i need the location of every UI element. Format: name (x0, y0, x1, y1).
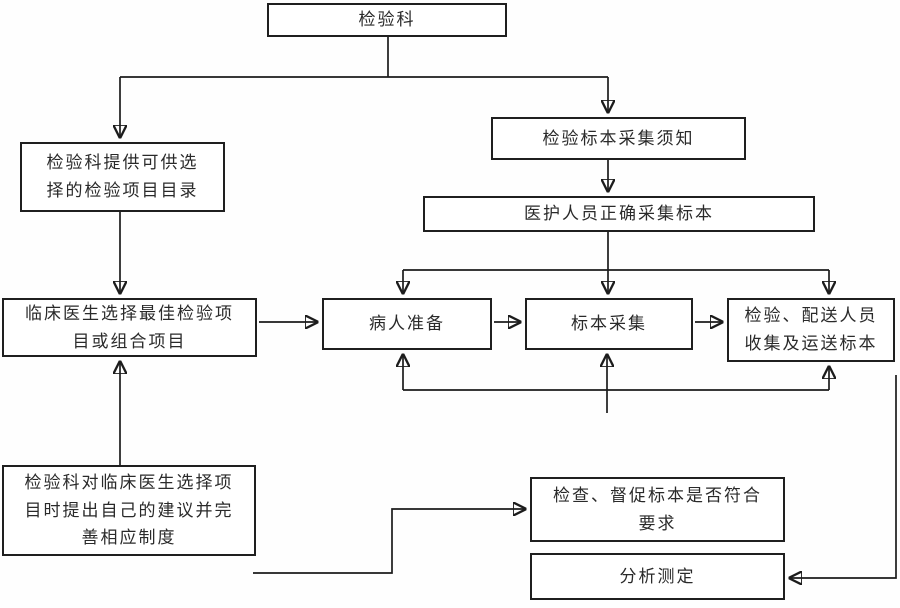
node-specimen-notice: 检验标本采集须知 (491, 117, 746, 160)
node-staff-collect-correctly: 医护人员正确采集标本 (423, 196, 815, 232)
node-test-item-catalog: 检验科提供可供选 择的检验项目目录 (20, 142, 225, 212)
node-lab-suggestions: 检验科对临床医生选择项 目时提出自己的建议并完 善相应制度 (2, 465, 256, 556)
edge-suggest-inspect (253, 509, 525, 574)
node-patient-preparation: 病人准备 (322, 298, 492, 350)
edge-collect-stem (403, 232, 829, 271)
edge-transport-analyze (790, 375, 897, 578)
node-collect-and-transport: 检验、配送人员 收集及运送标本 (727, 298, 895, 362)
node-lab-department: 检验科 (267, 3, 507, 37)
node-check-specimen-compliance: 检查、督促标本是否符合 要求 (530, 477, 785, 542)
node-specimen-collection: 标本采集 (525, 298, 693, 350)
node-clinician-select-items: 临床医生选择最佳检验项 目或组合项目 (2, 298, 257, 357)
edge-lab-stem (120, 37, 608, 78)
node-analysis-measurement: 分析测定 (530, 553, 785, 600)
